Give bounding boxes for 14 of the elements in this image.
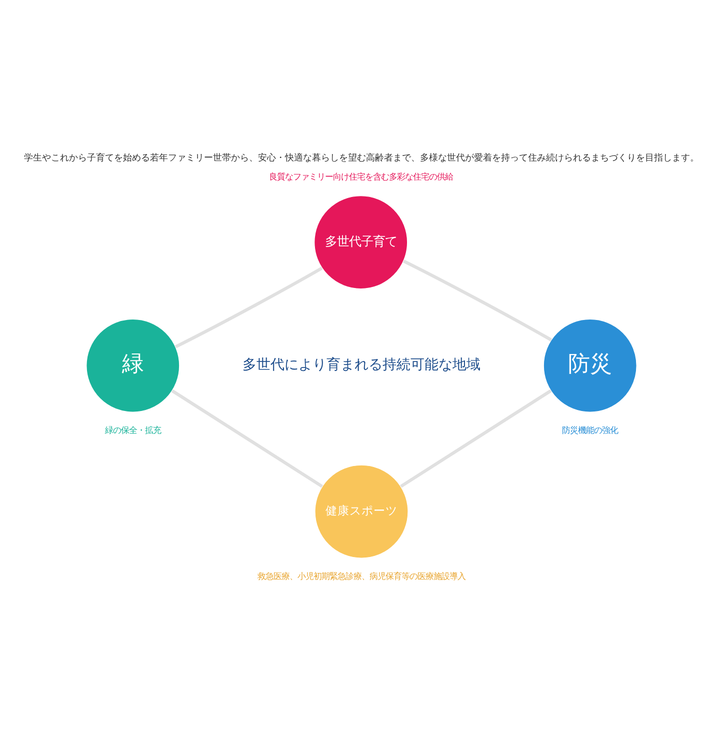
connector (171, 389, 323, 488)
node-label: 緑の保全・拡充 (104, 425, 161, 436)
label: 多世代により育まれる持続可能な地域 (242, 357, 480, 374)
node-circle: 健康スポーツ (314, 464, 408, 558)
connector (174, 266, 323, 348)
node-label: 防災機能の強化 (562, 425, 618, 436)
diagram-title: 学生やこれから子育てを始める若年ファミリー世帯から、安心・快適な暮らしを望む高齢者まで、多様な世代が愛着を持って住み続けられるまちづくりを目指します。 (24, 153, 699, 164)
node-circle: 緑 (86, 318, 180, 412)
node-label: 良質なファミリー向け住宅を含む多彩な住宅の供給 (268, 171, 453, 182)
connector (402, 260, 552, 342)
node-circle: 多世代子育て (314, 195, 408, 290)
connector (400, 389, 552, 488)
node-circle: 防災 (543, 318, 637, 412)
node-label: 救急医療、小児初期緊急診療、病児保育等の医療施設導入 (258, 570, 466, 581)
